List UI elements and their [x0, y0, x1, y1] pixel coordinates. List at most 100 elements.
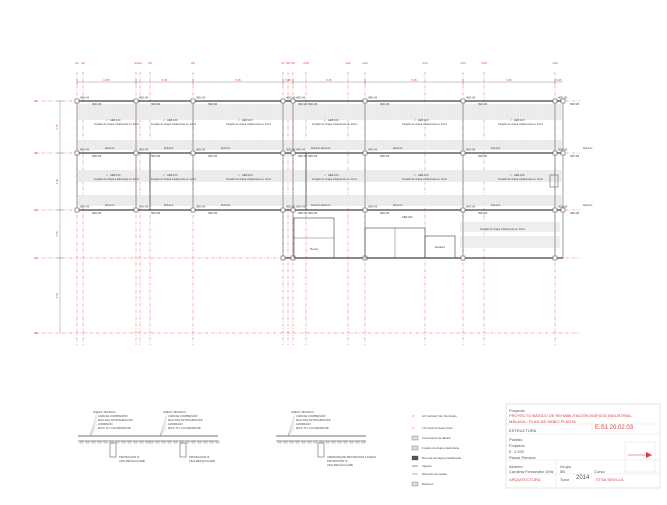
section-rib — [139, 440, 144, 444]
section-leader — [159, 423, 168, 437]
brace-label: Refuerzo — [105, 147, 115, 150]
axis-label-col: A2 — [81, 61, 85, 65]
slab-tag: HEB 100 — [514, 118, 525, 122]
slab-tick-mark: ✔ — [238, 174, 241, 177]
section-rib — [103, 440, 108, 444]
pillar-label: HEB 140 — [296, 98, 306, 100]
section-rib — [313, 440, 318, 444]
legend-text: Forjado de chapa colaborante — [422, 446, 460, 450]
project-line2: MÁLAGA - PLAN DE SABIO PLANTA — [509, 419, 576, 424]
section-rib — [79, 440, 84, 444]
opening-label: Huecos — [310, 248, 319, 251]
section-layer: HORMIGÓN — [168, 421, 183, 426]
slab-tick-mark: ✔ — [324, 119, 327, 122]
column-node — [290, 150, 296, 156]
author-name: Carolina Fernández Ortiz — [509, 469, 554, 474]
section-leader — [287, 423, 296, 437]
section-protection-label: PROTECCIÓN IF — [189, 454, 210, 459]
plane-1: Plantas — [509, 437, 523, 442]
section-protection-label: VIGA METÁLICA HEB — [327, 463, 353, 467]
slab-label: Forjado de chapa colaborante en 12cm — [94, 122, 139, 126]
column-node — [552, 255, 558, 261]
brace-label: Refuerzo — [491, 204, 501, 207]
section-beam — [179, 442, 187, 458]
column-node — [552, 98, 558, 104]
slab-label: Forjado de chapa colaborante en 12cm — [226, 177, 271, 181]
dim-label-left: 2.75 — [55, 124, 59, 130]
dim-label-top: 5.45 — [285, 78, 291, 82]
section-layer: CAPA DE COMPRESIÓN — [168, 413, 198, 418]
section-rib — [361, 440, 366, 444]
slab-tick-mark: ✔ — [106, 119, 109, 122]
section-protection-label: VIGA METÁLICA HEB — [189, 459, 215, 463]
dim-label-left: 5.00 — [55, 292, 59, 298]
legend-text: Muro de hormigón prefabricado — [422, 456, 461, 460]
beam-label: HEB 180 — [92, 156, 102, 158]
slab-tick-mark: ✔ — [324, 174, 327, 177]
pillar-label: HEB 140 — [196, 150, 206, 152]
sheet-code: E.S1 20.02.03 — [595, 425, 634, 431]
section-leader — [89, 411, 98, 437]
section-rib — [349, 440, 354, 444]
section-leader — [287, 411, 296, 437]
section-rib — [133, 440, 138, 444]
section-title: SUELO TÉCNICO — [163, 409, 187, 414]
tutor-label: Tutor — [560, 477, 570, 482]
section-rib — [155, 440, 160, 444]
column-node — [362, 98, 368, 104]
slab-tag: HEB 100 — [242, 118, 253, 122]
pillar-label: HEB 140 — [80, 150, 90, 152]
section-protection-label: VIGA METÁLICA HEB — [119, 459, 145, 463]
pillar-label: HEB 140 — [196, 207, 206, 209]
section-leader — [89, 419, 98, 437]
column-node — [460, 207, 466, 213]
column-node — [560, 98, 566, 104]
slab-tag: HEB 100 — [110, 173, 121, 177]
column-node — [560, 150, 566, 156]
axis-label-col: A12 — [362, 61, 368, 65]
slab-tick-mark: ✔ — [238, 119, 241, 122]
author-label: Alumno — [509, 464, 523, 469]
beam-label: HEB 180 — [298, 104, 308, 106]
section-leader — [89, 423, 98, 437]
column-node — [280, 255, 286, 261]
slab-bands — [78, 104, 562, 248]
section-rib — [161, 440, 166, 444]
section-beam — [317, 442, 325, 458]
legend-text: Vigueta — [422, 464, 432, 468]
slab-tag: HEB 100 — [514, 173, 525, 177]
section-layer: CAPA DE COMPRESIÓN — [296, 413, 326, 418]
axis-label-col: A14 — [460, 61, 466, 65]
north-arrow-head — [646, 452, 652, 458]
course-label: Curso — [594, 469, 605, 474]
section-rib — [337, 440, 342, 444]
section-rib — [97, 440, 102, 444]
section-leader — [89, 427, 98, 437]
section-rib — [149, 440, 154, 444]
beam-label: HEB 180 — [92, 213, 102, 215]
axis-label-col: A4 — [138, 61, 142, 65]
section-rib — [203, 440, 208, 444]
section-leader — [287, 427, 296, 437]
beam-label: HEB 180 — [478, 213, 488, 215]
section-rib — [185, 440, 190, 444]
beam-label: HEB 180 — [208, 156, 218, 158]
pillar-label: HEB 140 — [80, 207, 90, 209]
slab-label: Forjado de chapa colaborante en 12cm — [402, 177, 447, 181]
brace-label: Refuerzo — [583, 147, 593, 150]
brace-label: Refuerzo — [221, 147, 231, 150]
column-node — [280, 98, 286, 104]
dim-label-top: 5.45 — [162, 78, 168, 82]
brace-label: Refuerzo — [393, 204, 403, 207]
column-node — [74, 207, 80, 213]
dim-label-top: 5.45 — [556, 78, 562, 82]
section-rib — [167, 440, 172, 444]
section-rib — [307, 440, 312, 444]
slab-label: Forjado de chapa colaborante en 12cm — [312, 122, 357, 126]
section-leader — [287, 419, 296, 437]
section-rib — [343, 440, 348, 444]
axis-label-col: A9 — [291, 61, 295, 65]
column-node — [74, 98, 80, 104]
legend-text: Cerramiento de fábrica — [422, 436, 451, 440]
